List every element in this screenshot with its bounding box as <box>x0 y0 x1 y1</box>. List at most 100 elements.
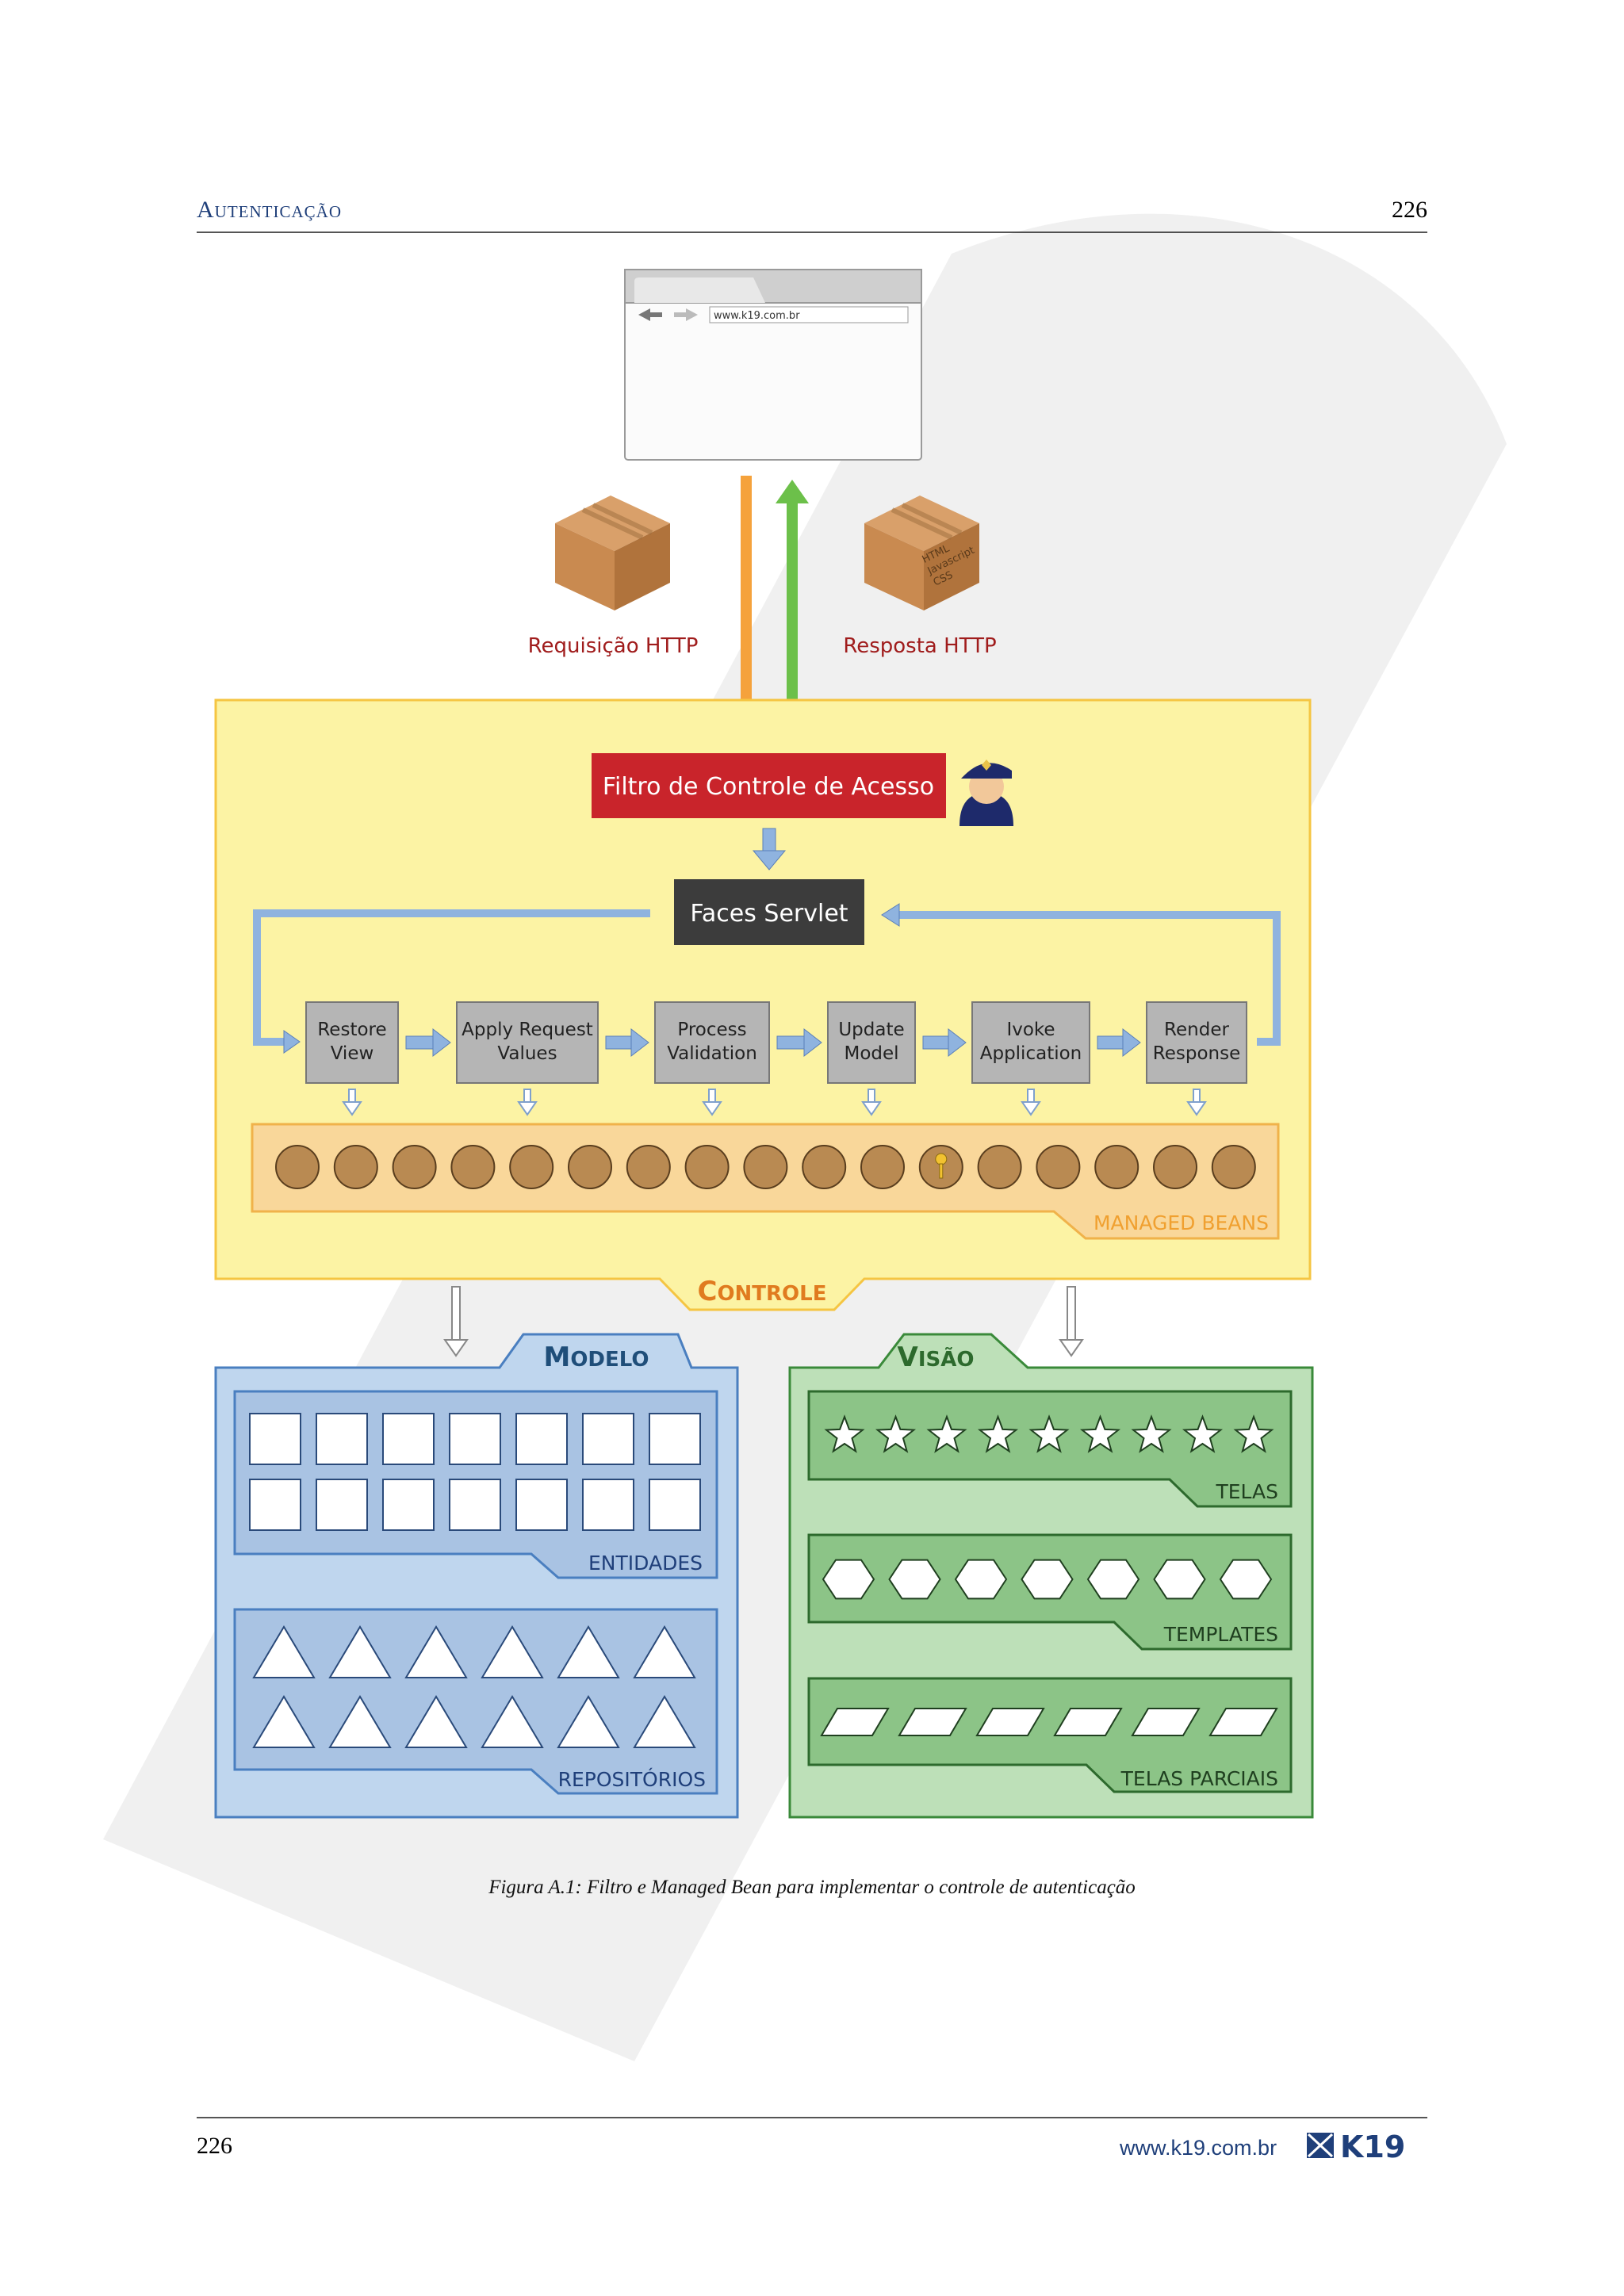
repository-triangle <box>328 1695 392 1748</box>
parallelogram-shape <box>898 1708 967 1736</box>
guard-icon <box>959 760 1013 826</box>
entity-square <box>316 1413 368 1465</box>
entity-square <box>649 1413 701 1465</box>
servlet-loop-right-arrow <box>881 903 1281 1046</box>
managed-beans-label: MANAGED BEANS <box>1094 1211 1269 1234</box>
managed-bean <box>333 1145 378 1189</box>
telas-label: TELAS <box>1215 1480 1278 1503</box>
hexagon-shape <box>1219 1559 1273 1600</box>
hexagon-shape <box>888 1559 941 1600</box>
repository-triangle <box>481 1625 544 1678</box>
managed-bean <box>802 1145 847 1189</box>
response-label: Resposta HTTP <box>843 634 996 658</box>
entity-square <box>582 1479 634 1531</box>
phase-down-arrow <box>517 1089 538 1116</box>
figure-caption: Figura A.1: Filtro e Managed Bean para i… <box>488 1877 1136 1898</box>
managed-bean <box>392 1145 437 1189</box>
phase-next-arrow <box>922 1027 967 1058</box>
telas-parciais-label: TELAS PARCIAIS <box>1120 1767 1278 1790</box>
repository-triangle <box>328 1625 392 1678</box>
repository-triangle <box>557 1625 620 1678</box>
faces-servlet-label: Faces Servlet <box>690 900 848 928</box>
parallelogram-shape <box>1208 1708 1278 1736</box>
star-shape <box>1233 1414 1274 1453</box>
phase-down-arrow <box>342 1089 362 1116</box>
phase-label: Application <box>980 1043 1082 1064</box>
response-arrow <box>776 480 809 733</box>
controle-title: CONTROLE <box>697 1276 826 1307</box>
repository-triangle <box>481 1695 544 1748</box>
parallelogram-shape <box>1131 1708 1201 1736</box>
star-shape <box>926 1414 967 1453</box>
header-divider <box>197 232 1427 233</box>
managed-bean <box>450 1145 496 1189</box>
phase-next-arrow <box>776 1027 822 1058</box>
phase-label: Response <box>1153 1043 1240 1064</box>
entity-square <box>449 1413 501 1465</box>
phase-next-arrow <box>1097 1027 1141 1058</box>
phase-down-arrow <box>1021 1089 1041 1116</box>
star-shape <box>1182 1414 1224 1453</box>
managed-bean <box>568 1145 612 1189</box>
hexagon-shape <box>1153 1559 1206 1600</box>
phase-label: Process <box>677 1020 746 1040</box>
entities-grid <box>249 1413 701 1531</box>
phase-label: Apply Request <box>462 1020 593 1040</box>
k19-logo-text: K19 <box>1340 2130 1405 2164</box>
repository-triangle <box>404 1625 468 1678</box>
repository-triangle <box>633 1625 696 1678</box>
star-shape <box>824 1414 865 1453</box>
managed-beans-row <box>275 1145 1256 1189</box>
templates-label: TEMPLATES <box>1163 1623 1278 1646</box>
entidades-label: ENTIDADES <box>588 1552 703 1575</box>
managed-bean <box>1036 1145 1081 1189</box>
star-shape <box>977 1414 1019 1453</box>
managed-bean <box>1094 1145 1139 1189</box>
entity-square <box>582 1413 634 1465</box>
phase-next-arrow <box>405 1027 451 1058</box>
hexagon-shape <box>954 1559 1008 1600</box>
k19-logo: K19 <box>1307 2130 1405 2164</box>
repositories-grid <box>252 1625 696 1748</box>
controle-to-modelo-arrow <box>443 1286 469 1357</box>
entity-square <box>449 1479 501 1531</box>
header-page-number: 226 <box>1392 197 1427 223</box>
phase-label: Validation <box>667 1043 757 1064</box>
key-icon <box>935 1153 948 1179</box>
parallelogram-shape <box>1053 1708 1123 1736</box>
phase-down-arrow <box>861 1089 882 1116</box>
telas-stars-row <box>824 1414 1274 1453</box>
entity-square <box>316 1479 368 1531</box>
hexagon-shape <box>1021 1559 1074 1600</box>
back-arrow-icon <box>638 308 662 321</box>
entity-square <box>515 1413 568 1465</box>
repository-triangle <box>633 1695 696 1748</box>
managed-bean <box>977 1145 1022 1189</box>
star-shape <box>1028 1414 1070 1453</box>
telas-parciais-parallelograms-row <box>820 1708 1278 1736</box>
templates-hexagons-row <box>822 1559 1273 1600</box>
address-bar <box>709 306 909 323</box>
servlet-loop-left-arrow <box>253 909 650 1054</box>
address-bar-text: www.k19.com.br <box>714 310 800 322</box>
repository-triangle <box>252 1625 316 1678</box>
managed-bean <box>626 1145 671 1189</box>
entity-square <box>382 1413 435 1465</box>
modelo-title: MODELO <box>543 1341 649 1373</box>
phase-label: Restore <box>317 1020 386 1040</box>
chapter-title: Autenticação <box>197 197 342 223</box>
managed-bean <box>1211 1145 1256 1189</box>
controle-to-visao-arrow <box>1059 1286 1084 1357</box>
footer-url[interactable]: www.k19.com.br <box>1120 2136 1277 2160</box>
access-filter-box <box>592 753 946 818</box>
repositorios-label: REPOSITÓRIOS <box>558 1767 706 1791</box>
phase-label: Values <box>497 1043 557 1064</box>
parallelogram-shape <box>820 1708 890 1736</box>
phase-label: View <box>331 1043 374 1064</box>
access-filter-label: Filtro de Controle de Acesso <box>603 773 934 801</box>
